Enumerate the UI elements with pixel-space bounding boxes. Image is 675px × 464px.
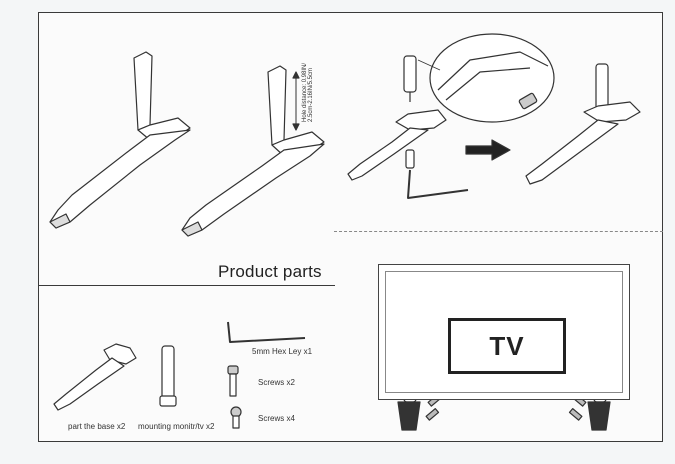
stand-large-right [181, 65, 325, 237]
right-panel-divider [334, 231, 663, 232]
mounting-bracket-small [159, 345, 177, 407]
base-part-small [53, 343, 137, 411]
hole-distance-note: Hole distance: 0.98IN/ 2.5cm-2.16IN/5.5c… [302, 63, 314, 122]
screw-long [227, 365, 239, 397]
base-part-label: part the base x2 [68, 422, 126, 431]
tv-label: TV [448, 318, 566, 374]
hex-key-label: 5mm Hex Ley x1 [252, 347, 313, 356]
page-title: Product parts [218, 262, 322, 281]
assembly-result [525, 63, 641, 185]
assembly-left [347, 55, 469, 199]
step-arrow-icon [465, 139, 511, 161]
mounting-part-label: mounting monitr/tv x2 [138, 422, 215, 431]
detail-zoom-circle [429, 33, 555, 123]
left-panel-divider [38, 285, 335, 286]
stand-large-left [49, 51, 191, 229]
hole-distance-line2: 2.5cm-2.16IN/5.5cm [308, 67, 314, 122]
screw-short [230, 406, 242, 429]
screws-short-label: Screws x4 [258, 414, 295, 423]
screws-long-label: Screws x2 [258, 378, 295, 387]
